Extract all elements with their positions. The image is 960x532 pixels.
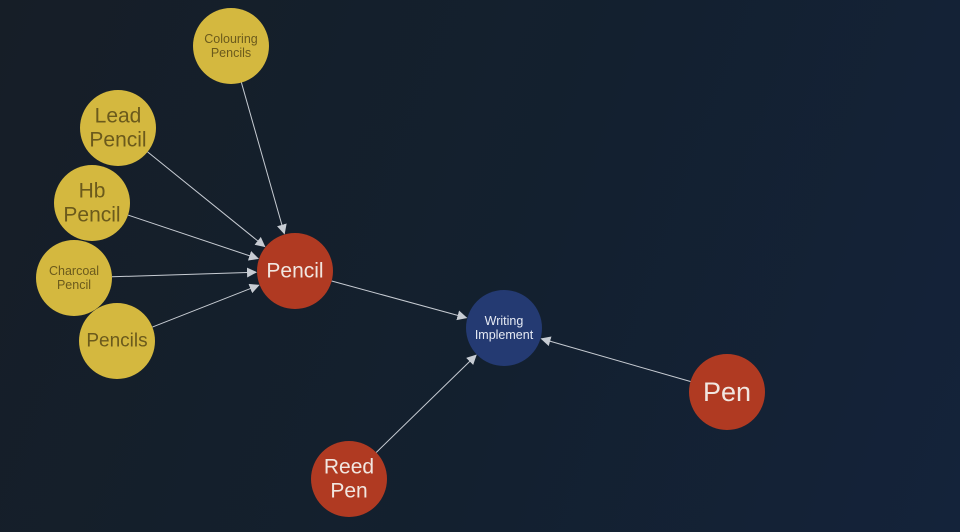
node-label-reed-pen-line-0: Reed xyxy=(324,456,374,479)
node-circle-writing-implement[interactable] xyxy=(466,290,542,366)
node-label-writing-implement-line-0: Writing xyxy=(485,314,524,328)
node-label-pencils-line-0: Pencils xyxy=(86,331,147,352)
node-pencils[interactable]: Pencils xyxy=(79,303,155,379)
edge-pencil-to-writing-implement xyxy=(331,280,468,321)
nodes-layer: ColouringPencilsLeadPencilHbPencilCharco… xyxy=(36,8,765,517)
node-label-charcoal-pencil-line-0: Charcoal xyxy=(49,264,99,278)
node-label-lead-pencil-line-1: Pencil xyxy=(89,128,146,151)
node-label-colouring-pencils-line-1: Pencils xyxy=(211,46,251,60)
node-circle-reed-pen[interactable] xyxy=(311,441,387,517)
node-circle-hb-pencil[interactable] xyxy=(54,165,130,241)
node-label-colouring-pencils-line-0: Colouring xyxy=(204,32,258,46)
node-circle-pen[interactable] xyxy=(689,354,765,430)
node-label-pen-line-0: Pen xyxy=(703,377,751,407)
edge-hb-pencil-to-pencil xyxy=(127,214,259,261)
edge-colouring-pencils-to-pencil xyxy=(240,82,287,235)
edge-pencils-to-pencil xyxy=(152,283,260,328)
node-label-charcoal-pencil-line-1: Pencil xyxy=(57,278,91,292)
edge-lead-pencil-to-pencil xyxy=(147,151,266,248)
node-label-hb-pencil-line-0: Hb xyxy=(79,180,106,203)
node-circle-colouring-pencils[interactable] xyxy=(193,8,269,84)
edge-charcoal-pencil-to-pencil xyxy=(111,267,258,278)
node-pen[interactable]: Pen xyxy=(689,354,765,430)
node-circle-pencils[interactable] xyxy=(79,303,155,379)
edges-layer xyxy=(111,82,691,453)
node-circle-lead-pencil[interactable] xyxy=(80,90,156,166)
node-label-reed-pen-line-1: Pen xyxy=(330,479,367,502)
node-circle-charcoal-pencil[interactable] xyxy=(36,240,112,316)
node-label-lead-pencil-line-0: Lead xyxy=(95,105,142,128)
node-label-hb-pencil-line-1: Pencil xyxy=(63,203,120,226)
node-circle-pencil[interactable] xyxy=(257,233,333,309)
edge-pen-to-writing-implement xyxy=(540,336,691,382)
node-pencil[interactable]: Pencil xyxy=(257,233,333,309)
node-label-writing-implement-line-1: Implement xyxy=(475,328,534,342)
node-label-pencil-line-0: Pencil xyxy=(266,260,323,283)
edge-reed-pen-to-writing-implement xyxy=(375,354,477,453)
